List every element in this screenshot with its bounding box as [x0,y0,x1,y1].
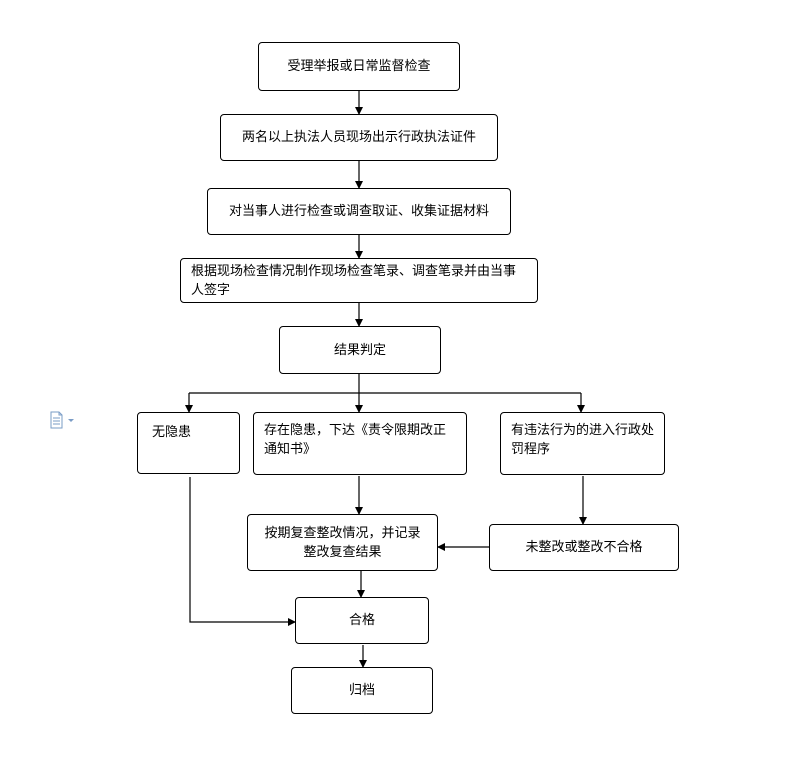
node-qualified: 合格 [295,597,429,644]
node-hazard-notice: 存在隐患，下达《责令限期改正通知书》 [253,412,467,475]
node-investigate: 对当事人进行检查或调查取证、收集证据材料 [207,188,511,235]
document-icon[interactable] [50,411,80,429]
node-failed-rectify: 未整改或整改不合格 [489,524,679,571]
arrow-no-hazard-qualified [189,477,296,626]
node-accept-report: 受理举报或日常监督检查 [258,42,460,91]
node-make-record: 根据现场检查情况制作现场检查笔录、调查笔录并由当事人签字 [180,258,538,303]
node-violation: 有违法行为的进入行政处罚程序 [500,412,665,475]
chevron-down-icon [68,419,74,422]
node-judgment: 结果判定 [279,326,441,374]
node-recheck: 按期复查整改情况，并记录整改复查结果 [247,514,438,571]
node-archive: 归档 [291,667,433,714]
node-show-credentials: 两名以上执法人员现场出示行政执法证件 [220,114,498,161]
node-no-hazard: 无隐患 [137,412,240,474]
